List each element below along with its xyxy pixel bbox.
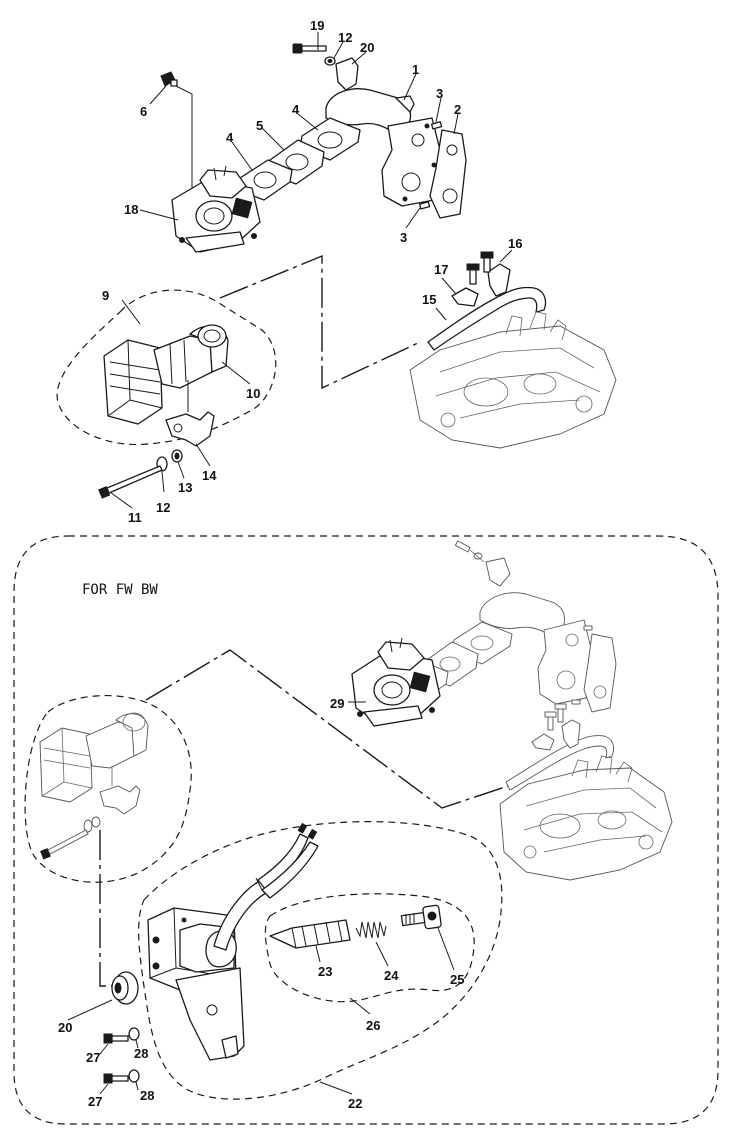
part-28-washer-lower [128, 1069, 140, 1083]
callout-27-upper: 27 [86, 1050, 100, 1065]
part-27-bolt-lower [103, 1073, 129, 1084]
callout-3-bottom: 3 [400, 230, 407, 245]
part-12-washer-top [324, 56, 336, 66]
part-9-group-boundary [56, 289, 277, 446]
part-2-gasket-hole [446, 144, 458, 156]
callout-22: 22 [348, 1096, 362, 1111]
part-29-carburetor [351, 637, 441, 727]
callout-18: 18 [124, 202, 138, 217]
part-6-hose-line [175, 85, 193, 190]
part-16-clamp [480, 251, 511, 297]
part-23-filter-element [269, 919, 351, 949]
part-17-clamp [451, 263, 480, 307]
callout-13: 13 [178, 480, 192, 495]
callout-14: 14 [202, 468, 217, 483]
callout-29: 29 [330, 696, 344, 711]
callout-4-right: 4 [292, 102, 300, 117]
part-13-nut [171, 449, 183, 463]
callout-19: 19 [310, 18, 324, 33]
variant-note: FOR FW BW [82, 582, 158, 598]
callout-12-lower: 12 [156, 500, 170, 515]
callout-3-top: 3 [436, 86, 443, 101]
callout-16: 16 [508, 236, 522, 251]
callout-1: 1 [412, 62, 419, 77]
callout-23: 23 [318, 964, 332, 979]
part-19-bolt [292, 43, 327, 54]
routing-line-lower [145, 649, 509, 809]
engine-block-reference-lower [499, 703, 673, 881]
callout-2: 2 [454, 102, 461, 117]
part-18-carburetor [171, 165, 261, 253]
callout-21: 20 [58, 1020, 72, 1035]
part-22-group-boundary [138, 821, 503, 1100]
callout-28-lower: 28 [140, 1088, 154, 1103]
callout-17: 17 [434, 262, 448, 277]
routing-line-grommet [99, 830, 116, 987]
callout-12-top: 12 [338, 30, 352, 45]
part-20-bracket [335, 57, 359, 91]
callout-10: 10 [246, 386, 260, 401]
silencer-group-boundary-lower [24, 695, 192, 883]
part-11-long-bolt [98, 465, 163, 499]
part-25-banjo-bolt [400, 904, 442, 930]
leaders-lower [67, 701, 455, 1095]
callout-20: 20 [360, 40, 374, 55]
leaders-upper [109, 32, 513, 509]
variant-boundary-box [13, 535, 719, 1125]
part-22-fuel-filter-assembly [147, 822, 319, 1061]
part-9-air-intake-silencer [103, 335, 213, 425]
part-10-elbow [189, 324, 229, 373]
silencer-reference-lower [39, 712, 149, 860]
part-2-gasket-hole [442, 188, 458, 204]
callout-27-lower: 27 [88, 1094, 102, 1109]
callout-9: 9 [102, 288, 109, 303]
part-21-grommet [111, 971, 139, 1005]
callout-6: 6 [140, 104, 147, 119]
callout-15: 15 [422, 292, 436, 307]
part-24-spring [355, 921, 387, 939]
callout-11: 11 [128, 510, 142, 525]
callout-25: 25 [450, 972, 464, 987]
part-6-screw [160, 71, 178, 87]
callout-28-upper: 28 [134, 1046, 148, 1061]
callout-26: 26 [366, 1018, 380, 1033]
callout-4-left: 4 [226, 130, 234, 145]
part-14-bracket [165, 380, 215, 447]
part-27-bolt-upper [103, 1033, 129, 1044]
part-3-stud-upper [430, 121, 443, 130]
part-3-stud-lower [418, 201, 431, 210]
part-1-intake-manifold [325, 88, 441, 207]
routing-line-upper [219, 254, 421, 390]
callout-24: 24 [384, 968, 399, 983]
part-28-washer-upper [128, 1027, 140, 1041]
callout-5: 5 [256, 118, 263, 133]
engine-block-reference-upper [409, 311, 617, 449]
